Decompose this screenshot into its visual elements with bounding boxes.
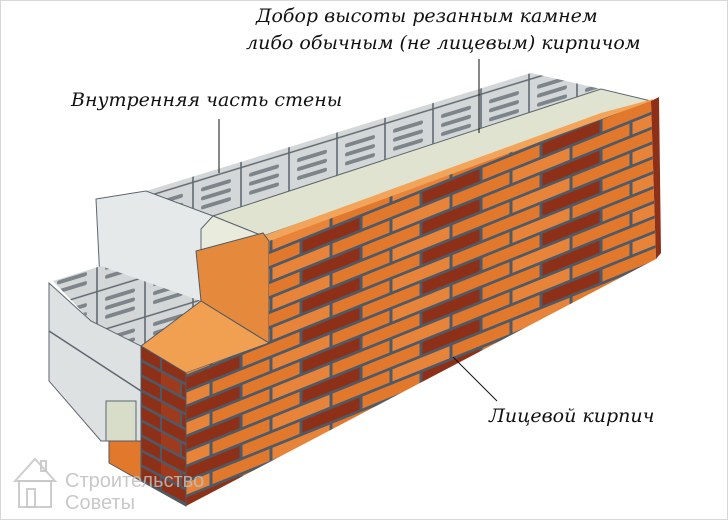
facing-brick-end	[140, 345, 187, 507]
watermark-line2: Советы	[65, 492, 135, 514]
inner-block-top	[146, 73, 601, 216]
facing-brick-right-end	[651, 97, 661, 259]
label-facing-brick: Лицевой кирпич	[489, 405, 655, 427]
label-inner-wall: Внутренняя часть стены	[71, 89, 343, 111]
facing-brick-left-cap	[108, 440, 142, 482]
lower-block-top	[53, 266, 201, 346]
label-fill-line2: либо обычным (не лицевым) кирпичом	[246, 32, 641, 54]
leader-facing-brick	[452, 356, 498, 402]
upper-brick-top	[263, 99, 653, 241]
watermark-text: Строительство Советы	[65, 470, 204, 514]
watermark-line1: Строительство	[65, 470, 205, 492]
watermark-house-icon	[12, 457, 58, 508]
label-fill-line1: Добор высоты резанным камнем	[256, 5, 598, 27]
block-joint	[48, 330, 142, 392]
block-cavity	[105, 400, 137, 442]
